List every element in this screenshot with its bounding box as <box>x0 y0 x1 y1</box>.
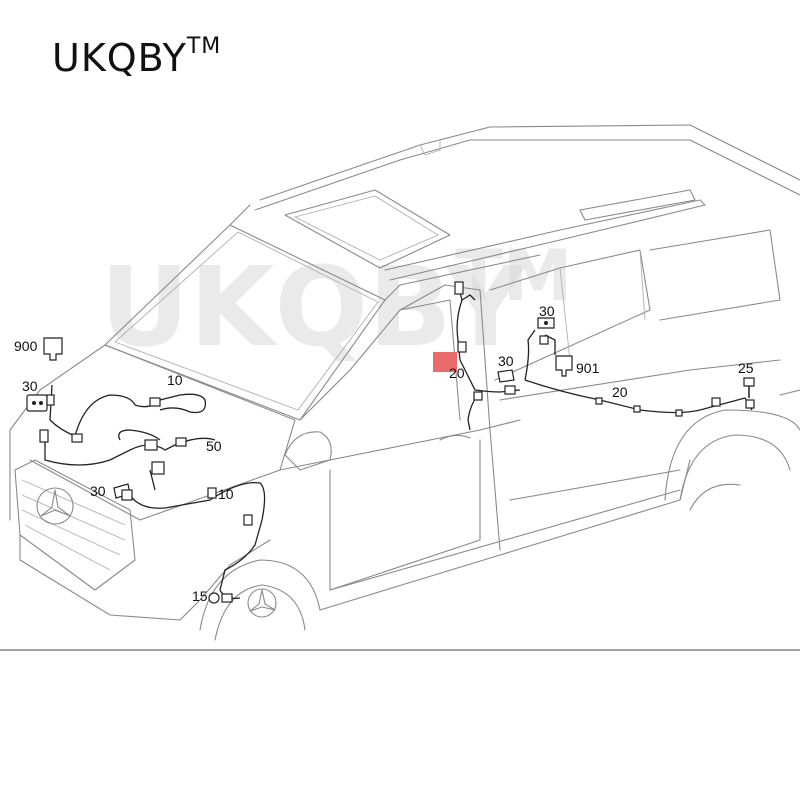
wiring-harness <box>44 284 753 599</box>
callout-900: 900 <box>14 338 38 354</box>
connector <box>71 433 83 443</box>
callout-20-rear: 20 <box>612 384 628 400</box>
callout-10-lower: 10 <box>218 486 234 502</box>
connector <box>454 281 464 295</box>
brand-name: UKQBY <box>52 36 187 80</box>
part-25-bolt <box>743 377 755 387</box>
part-901-connector <box>555 355 573 377</box>
connector <box>207 487 217 499</box>
connector <box>675 409 683 417</box>
connector <box>504 385 516 395</box>
connector <box>473 391 483 401</box>
callout-30-upper: 30 <box>539 303 555 319</box>
callout-20-door: 20 <box>449 365 465 381</box>
brand-logo: UKQBYTM <box>52 34 222 80</box>
connector <box>243 514 253 526</box>
connector <box>149 397 161 407</box>
callout-30-door: 30 <box>498 353 514 369</box>
callout-15: 15 <box>192 588 208 604</box>
connector <box>745 399 755 409</box>
watermark-mark: TM <box>455 235 572 317</box>
brand-trademark: TM <box>186 34 222 60</box>
connector <box>221 593 233 603</box>
callout-901: 901 <box>576 360 600 376</box>
connector <box>39 429 49 443</box>
callouts: 900 30 10 50 30 10 15 20 30 30 901 20 25 <box>14 303 754 604</box>
connector <box>539 335 549 345</box>
connector <box>711 397 721 407</box>
callout-50: 50 <box>206 438 222 454</box>
connector <box>457 341 467 353</box>
callout-30-mid: 30 <box>90 483 106 499</box>
parts-components <box>26 281 755 604</box>
connector <box>595 397 603 405</box>
connector <box>121 489 133 501</box>
vehicle-outline <box>9 124 800 641</box>
part-30-bracket-door <box>497 369 515 383</box>
connector <box>175 437 187 447</box>
connector <box>633 405 641 413</box>
watermark: UKQBY TM <box>100 235 572 371</box>
connector <box>151 461 165 475</box>
part-15-bolt <box>208 592 220 604</box>
connector <box>144 439 158 451</box>
part-30-bracket-left <box>26 394 48 412</box>
connector <box>46 394 55 406</box>
highlight-marker <box>433 352 457 372</box>
callout-10-upper: 10 <box>167 372 183 388</box>
callout-25: 25 <box>738 360 754 376</box>
callout-30-bracket-left: 30 <box>22 378 38 394</box>
part-900-connector <box>43 337 63 361</box>
